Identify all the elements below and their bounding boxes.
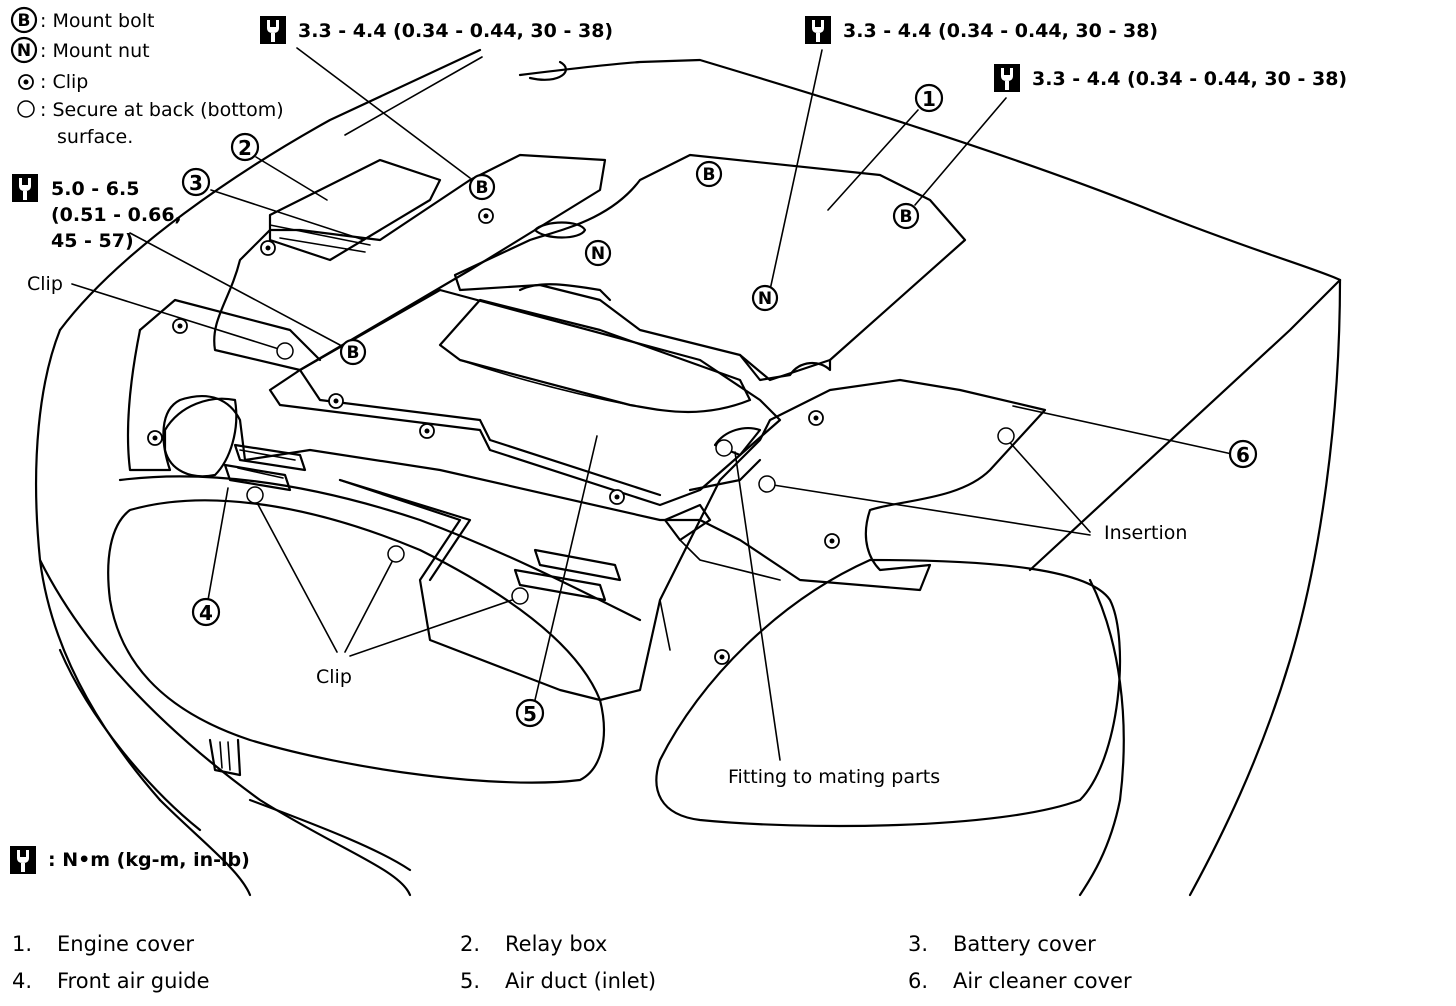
torque-spec-4-line1: 5.0 - 6.5 — [51, 178, 139, 200]
svg-text:N: N — [591, 244, 605, 264]
part-name: Engine cover — [57, 932, 195, 956]
torque-wrench-icon — [10, 846, 36, 874]
clip-markers — [147, 208, 840, 665]
part-name: Air cleaner cover — [953, 969, 1132, 993]
clip-marker — [609, 489, 625, 505]
leader-lines — [71, 47, 1233, 761]
torque-wrench-icon — [12, 174, 38, 202]
label-insertion: Insertion — [1104, 522, 1187, 544]
legend-bolt-symbol: B — [18, 11, 31, 31]
label-clip-bottom: Clip — [316, 666, 352, 688]
svg-text:B: B — [900, 207, 913, 227]
callout-4: 4 — [191, 597, 221, 627]
nut-marker: N — [584, 239, 612, 267]
torque-spec-2: 3.3 - 4.4 (0.34 - 0.44, 30 - 38) — [843, 20, 1158, 42]
secure-back-marker — [715, 439, 733, 457]
svg-text:B: B — [347, 343, 360, 363]
part-name: Front air guide — [57, 969, 210, 993]
part-name: Air duct (inlet) — [505, 969, 657, 993]
secure-back-marker — [758, 475, 776, 493]
svg-text:1: 1 — [922, 87, 936, 111]
bolt-marker: B — [695, 160, 723, 188]
vehicle-outline — [34, 48, 1342, 897]
legend-secure-label: : Secure at back (bottom) — [40, 99, 284, 121]
label-clip-left: Clip — [27, 273, 63, 295]
legend-clip-label: : Clip — [40, 71, 88, 93]
torque-wrench-icon — [805, 16, 831, 44]
clip-marker — [824, 533, 840, 549]
part-name: Battery cover — [953, 932, 1096, 956]
legend-bolt-label: : Mount bolt — [40, 10, 154, 32]
clip-marker — [419, 423, 435, 439]
svg-text:2: 2 — [238, 136, 252, 160]
clip-marker — [172, 318, 188, 334]
torque-spec-1: 3.3 - 4.4 (0.34 - 0.44, 30 - 38) — [298, 20, 613, 42]
clip-marker — [328, 393, 344, 409]
callout-3: 3 — [181, 167, 211, 197]
secure-back-marker — [276, 342, 294, 360]
part-name: Relay box — [505, 932, 608, 956]
bolt-marker: B — [468, 173, 496, 201]
clip-marker — [260, 240, 276, 256]
torque-unit-note: : N•m (kg-m, in-lb) — [48, 849, 250, 871]
torque-spec-4-line2: (0.51 - 0.66, — [51, 204, 182, 226]
legend-nut-label: : Mount nut — [40, 40, 150, 62]
secure-back-markers — [246, 342, 1015, 605]
callout-5: 5 — [515, 698, 545, 728]
legend-secure-label-2: surface. — [57, 126, 133, 148]
torque-specs: 3.3 - 4.4 (0.34 - 0.44, 30 - 38) 3.3 - 4… — [10, 16, 1347, 874]
svg-text:4: 4 — [199, 601, 213, 625]
clip-marker — [808, 410, 824, 426]
nut-marker: N — [751, 284, 779, 312]
bolt-marker: B — [339, 338, 367, 366]
legend-nut-symbol: N — [17, 41, 31, 61]
part-number: 4. — [12, 969, 33, 993]
clip-marker — [147, 430, 163, 446]
torque-spec-3: 3.3 - 4.4 (0.34 - 0.44, 30 - 38) — [1032, 68, 1347, 90]
part-callouts: 1 2 3 4 5 6 — [181, 83, 1258, 728]
bolt-nut-markers: B B B B N N — [339, 160, 920, 366]
clip-marker — [478, 208, 494, 224]
clip-marker — [714, 649, 730, 665]
part-number: 6. — [908, 969, 929, 993]
part-number: 2. — [460, 932, 481, 956]
svg-text:N: N — [758, 289, 772, 309]
secure-back-marker — [997, 427, 1015, 445]
secure-back-marker — [387, 545, 405, 563]
svg-text:B: B — [476, 178, 489, 198]
symbol-legend: B : Mount bolt N : Mount nut : Clip : Se… — [10, 6, 284, 148]
secure-back-marker — [246, 486, 264, 504]
diagram-labels: Clip Clip Insertion Fitting to mating pa… — [27, 273, 1187, 788]
callout-1: 1 — [914, 83, 944, 113]
svg-text:6: 6 — [1236, 443, 1250, 467]
svg-text:B: B — [703, 165, 716, 185]
svg-text:3: 3 — [189, 171, 203, 195]
part-number: 1. — [12, 932, 33, 956]
torque-wrench-icon — [260, 16, 286, 44]
bolt-marker: B — [892, 202, 920, 230]
callout-2: 2 — [230, 132, 260, 162]
part-number: 5. — [460, 969, 481, 993]
engine-room-parts — [118, 60, 1047, 702]
label-fitting: Fitting to mating parts — [728, 766, 940, 788]
svg-text:5: 5 — [523, 702, 537, 726]
torque-spec-4-line3: 45 - 57) — [51, 230, 134, 252]
torque-wrench-icon — [994, 64, 1020, 92]
callout-6: 6 — [1228, 439, 1258, 469]
part-number: 3. — [908, 932, 929, 956]
secure-back-marker — [511, 587, 529, 605]
